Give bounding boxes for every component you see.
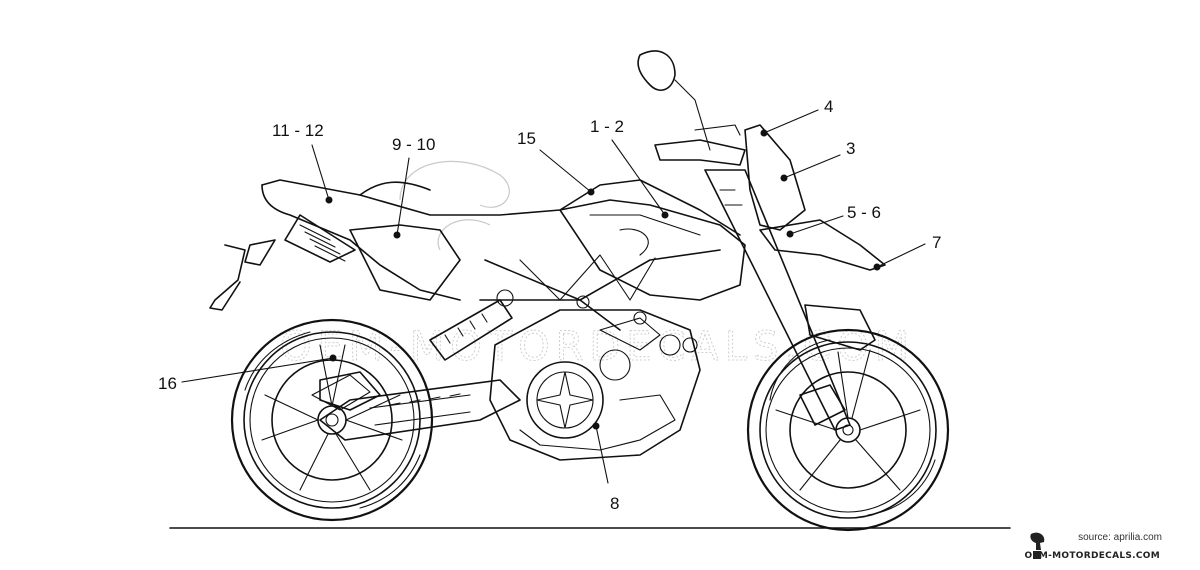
- rear-wheel: [230, 318, 434, 522]
- brand-watermark-text: OEM-MOTORDECALS.COM: [1024, 551, 1160, 561]
- callout-label-4: 4: [824, 97, 833, 116]
- svg-text:OEM-MOTORDECALS.COM: OEM-MOTORDECALS.COM: [280, 324, 915, 370]
- callout-label-8: 8: [610, 494, 619, 513]
- callout-dots: [325, 129, 881, 430]
- source-credit: source: aprilia.com: [1078, 532, 1162, 543]
- callout-label-5-6: 5 - 6: [847, 203, 881, 222]
- leader-lines: [181, 109, 926, 484]
- bodywork: [209, 179, 746, 311]
- helmet-logo-icon: [1030, 532, 1045, 559]
- swingarm: [319, 379, 521, 441]
- watermark: OEM-MOTORDECALS.COM: [280, 160, 915, 371]
- frame: [479, 249, 721, 331]
- callout-label-9-10: 9 - 10: [392, 135, 435, 154]
- callout-label-7: 7: [932, 233, 941, 252]
- front-end: [637, 50, 886, 431]
- callout-label-16: 16: [158, 374, 177, 393]
- callout-label-3: 3: [846, 139, 855, 158]
- callout-label-1-2: 1 - 2: [590, 117, 624, 136]
- brake-calipers: [319, 371, 846, 426]
- rear-shock: [429, 289, 514, 361]
- callout-labels: 11 - 12 9 - 10 15 1 - 2 4 3 5 - 6 7 16 8: [158, 97, 941, 513]
- engine: [489, 309, 701, 461]
- front-wheel: [746, 328, 950, 532]
- callout-label-11-12: 11 - 12: [272, 121, 324, 140]
- callout-label-15: 15: [517, 129, 536, 148]
